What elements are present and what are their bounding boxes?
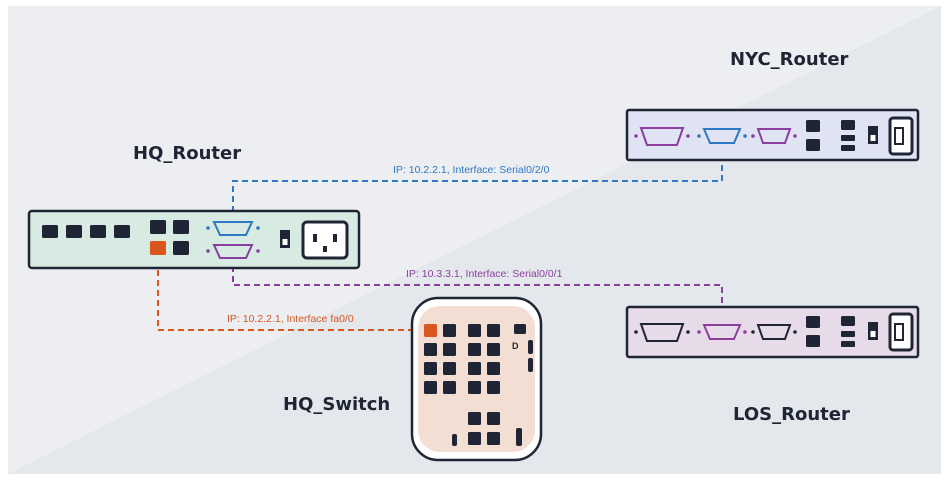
power-socket-icon	[888, 116, 914, 156]
link-hq-switch-label: IP: 10.2.2.1, Interface fa0/0	[227, 313, 354, 325]
switch-ports	[424, 324, 533, 446]
los-router-label: LOS_Router	[733, 404, 850, 425]
serial-port-blue	[702, 128, 742, 144]
hq-router-label: HQ_Router	[133, 143, 242, 164]
hq-switch: D	[410, 296, 543, 462]
nyc-router	[625, 108, 920, 162]
link-hq-los	[232, 266, 723, 311]
power-switch-icon	[280, 230, 290, 248]
serial-port-purple	[639, 127, 792, 146]
link-hq-nyc	[232, 152, 723, 212]
hq-switch-label: HQ_Switch	[283, 394, 391, 415]
power-socket-icon	[301, 220, 349, 260]
nyc-router-label: NYC_Router	[730, 49, 849, 70]
power-switch-icon	[868, 126, 878, 144]
link-hq-los-label: IP: 10.3.3.1, Interface: Serial0/0/1	[406, 268, 563, 280]
serial-port-dark	[639, 323, 792, 342]
ethernet-ports	[806, 316, 855, 347]
switch-fa0-0-port	[424, 324, 437, 337]
serial-port-purple	[702, 324, 742, 340]
link-hq-switch	[157, 260, 420, 331]
hq-router	[27, 209, 361, 270]
ethernet-ports	[806, 120, 855, 151]
serial-port-purple	[212, 244, 254, 259]
link-hq-nyc-label: IP: 10.2.2.1, Interface: Serial0/2/0	[393, 164, 550, 176]
ethernet-ports	[42, 220, 189, 255]
switch-port-letter: D	[512, 341, 519, 351]
power-socket-icon	[888, 312, 914, 352]
serial-port-blue	[212, 221, 254, 236]
power-switch-icon	[868, 322, 878, 340]
los-router	[625, 305, 920, 359]
fa0-0-port	[150, 241, 166, 255]
